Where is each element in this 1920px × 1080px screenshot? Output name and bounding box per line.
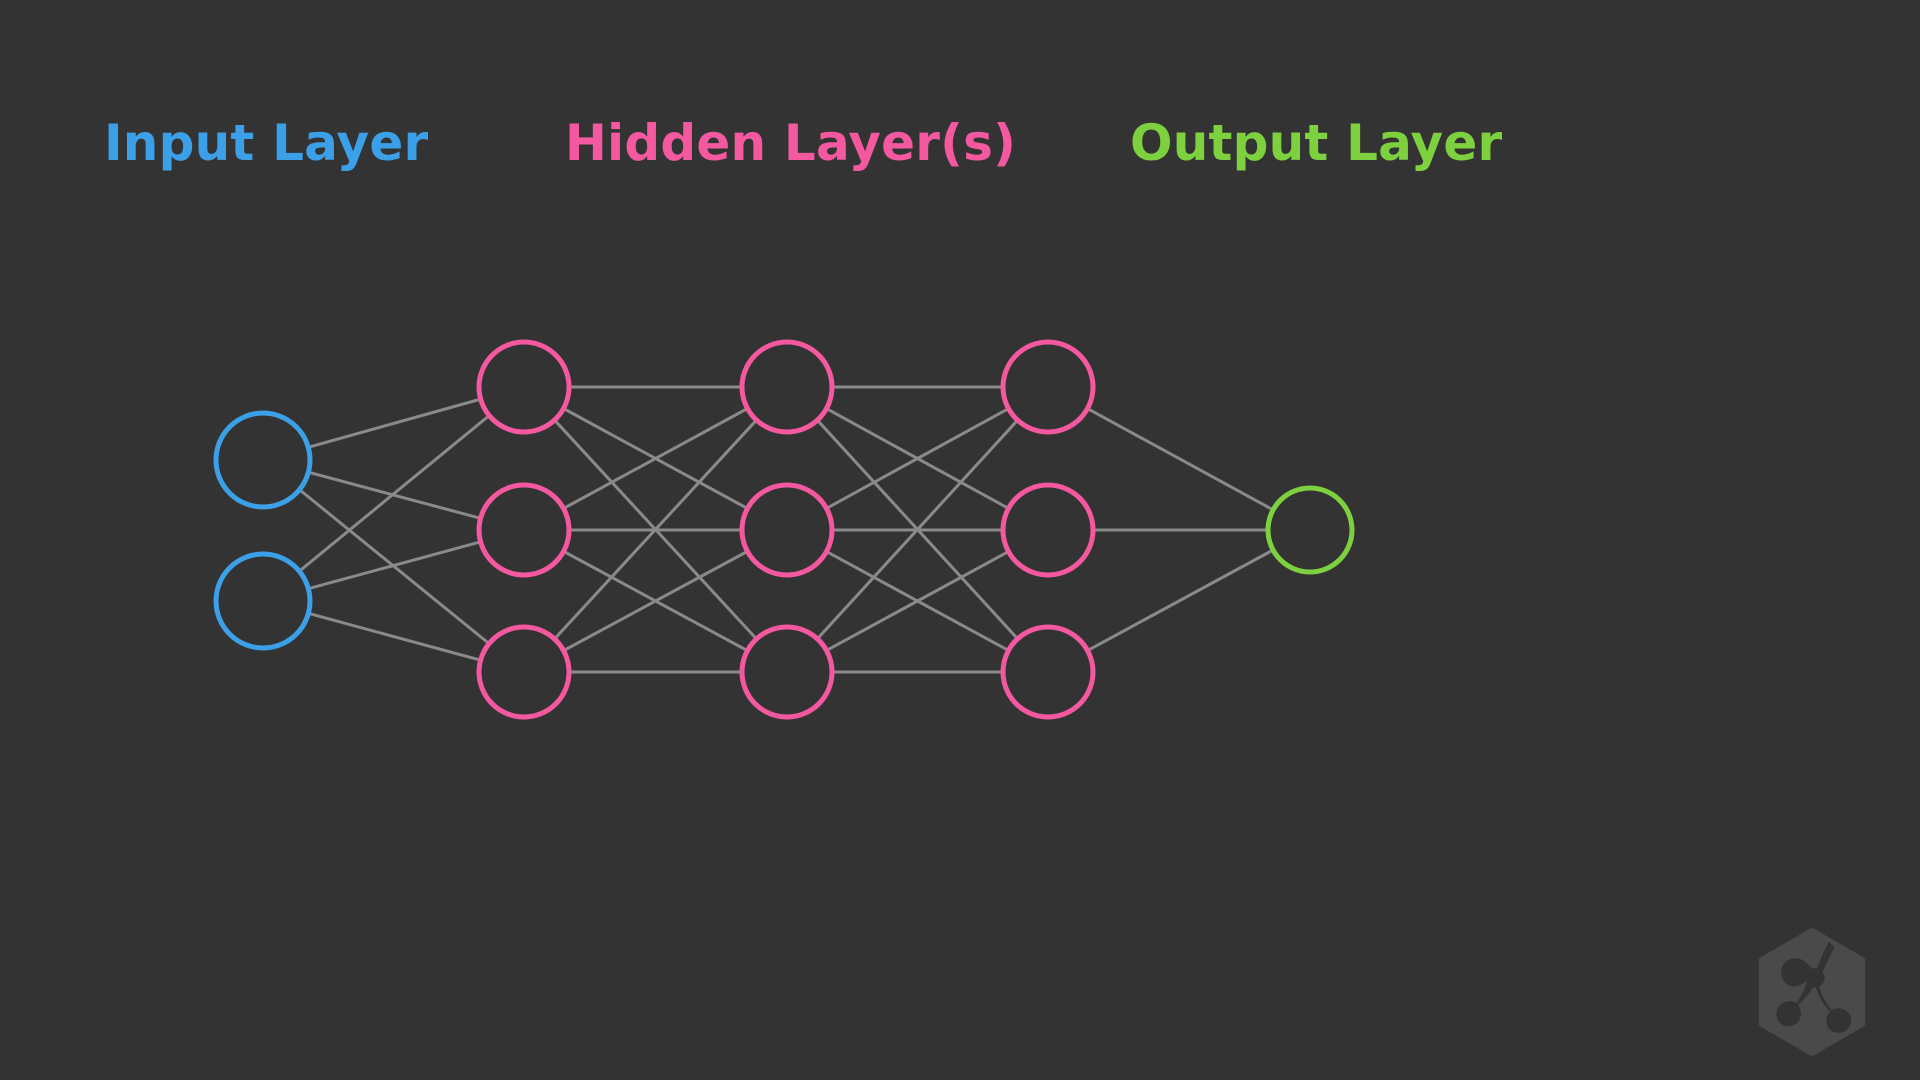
connection-edge: [562, 549, 749, 653]
connection-edge: [825, 550, 1010, 652]
node-output-1[interactable]: [1265, 485, 1355, 575]
connection-edge: [306, 611, 483, 662]
node-hidden-2-1[interactable]: [739, 339, 835, 435]
connection-edge: [824, 407, 1011, 510]
node-hidden-1-1[interactable]: [476, 339, 572, 435]
node-hidden-3-1[interactable]: [1000, 339, 1096, 435]
layer-label-input: Input Layer: [104, 114, 429, 172]
connection-edge: [1086, 548, 1275, 653]
connection-edge: [306, 470, 483, 520]
connection-edge: [306, 397, 483, 449]
node-input-1[interactable]: [213, 410, 313, 510]
node-input-2[interactable]: [213, 551, 313, 651]
connection-edge: [306, 540, 483, 591]
connection-edge: [297, 414, 491, 573]
node-hidden-1-2[interactable]: [476, 482, 572, 578]
connection-edge: [815, 418, 1020, 641]
edges-group: [297, 385, 1275, 674]
connection-edge: [562, 407, 749, 510]
node-hidden-2-2[interactable]: [739, 482, 835, 578]
node-hidden-1-3[interactable]: [476, 624, 572, 720]
node-hidden-3-3[interactable]: [1000, 624, 1096, 720]
node-hidden-2-3[interactable]: [739, 624, 835, 720]
layer-label-hidden: Hidden Layer(s): [565, 114, 1017, 172]
connection-edge: [553, 418, 758, 641]
layer-label-output: Output Layer: [1130, 114, 1503, 172]
node-hidden-3-2[interactable]: [1000, 482, 1096, 578]
nodes-group: [213, 339, 1355, 720]
connection-edge: [1086, 407, 1275, 512]
